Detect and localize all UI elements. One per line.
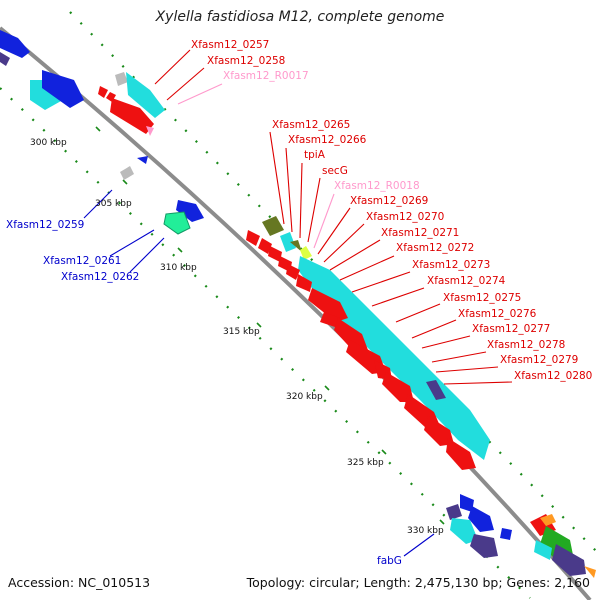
scale-label: 325 kbp xyxy=(347,458,384,468)
gene-label: Xfasm12_0271 xyxy=(381,227,459,239)
left-edge-features xyxy=(0,30,84,110)
gene-label: secG xyxy=(322,165,348,177)
scale-label: 305 kbp xyxy=(95,199,132,209)
gene-label: Xfasm12_0257 xyxy=(191,39,269,51)
scale-label: 320 kbp xyxy=(286,392,323,402)
map-title: Xylella fastidiosa M12, complete genome xyxy=(155,9,445,25)
gene-label: Xfasm12_R0018 xyxy=(334,180,420,192)
gene-label: Xfasm12_0262 xyxy=(61,271,139,283)
gene-label: Xfasm12_0258 xyxy=(207,55,285,67)
scale-label: 300 kbp xyxy=(30,138,67,148)
genome-backbone xyxy=(0,26,592,602)
gene-label: tpiA xyxy=(304,149,326,161)
feature-cluster-0265 xyxy=(246,216,490,470)
gene-label: Xfasm12_0280 xyxy=(514,370,592,382)
gene-label: Xfasm12_0266 xyxy=(288,134,367,146)
gene-label: Xfasm12_0275 xyxy=(443,292,521,304)
gene-label: Xfasm12_0274 xyxy=(427,275,506,287)
callout-lines xyxy=(83,49,513,557)
scale-label: 310 kbp xyxy=(160,263,197,273)
gene-label: fabG xyxy=(377,555,402,567)
inner-dotted-ring xyxy=(0,87,531,599)
scale-label: 330 kbp xyxy=(407,526,444,536)
gene-label: Xfasm12_R0017 xyxy=(223,70,309,82)
genome-summary-text: Topology: circular; Length: 2,475,130 bp… xyxy=(246,575,590,590)
scale-label: 315 kbp xyxy=(223,327,260,337)
feature-0261-0262 xyxy=(163,200,204,235)
gene-label: Xfasm12_0272 xyxy=(396,242,474,254)
gene-label: Xfasm12_0276 xyxy=(458,308,537,320)
gene-label: Xfasm12_0259 xyxy=(6,219,84,231)
gene-label: Xfasm12_0278 xyxy=(487,339,565,351)
gene-label: Xfasm12_0277 xyxy=(472,323,550,335)
gene-label: Xfasm12_0270 xyxy=(366,211,444,223)
gene-label: Xfasm12_0261 xyxy=(43,255,121,267)
feature-0259 xyxy=(120,156,148,180)
accession-text: Accession: NC_010513 xyxy=(8,575,151,590)
feature-cluster-0330 xyxy=(446,494,512,558)
feature-cluster-edge xyxy=(530,514,596,578)
gene-label: Xfasm12_0279 xyxy=(500,354,578,366)
scale-labels: 300 kbp 305 kbp 310 kbp 315 kbp 320 kbp … xyxy=(30,138,444,536)
gene-label: Xfasm12_0273 xyxy=(412,259,490,271)
gene-labels: Xfasm12_0257 Xfasm12_0258 Xfasm12_R0017 … xyxy=(6,39,592,567)
feature-cluster-0257 xyxy=(98,72,165,136)
gene-label: Xfasm12_0265 xyxy=(272,119,350,131)
gene-label: Xfasm12_0269 xyxy=(350,195,428,207)
scale-ticks xyxy=(95,126,445,525)
